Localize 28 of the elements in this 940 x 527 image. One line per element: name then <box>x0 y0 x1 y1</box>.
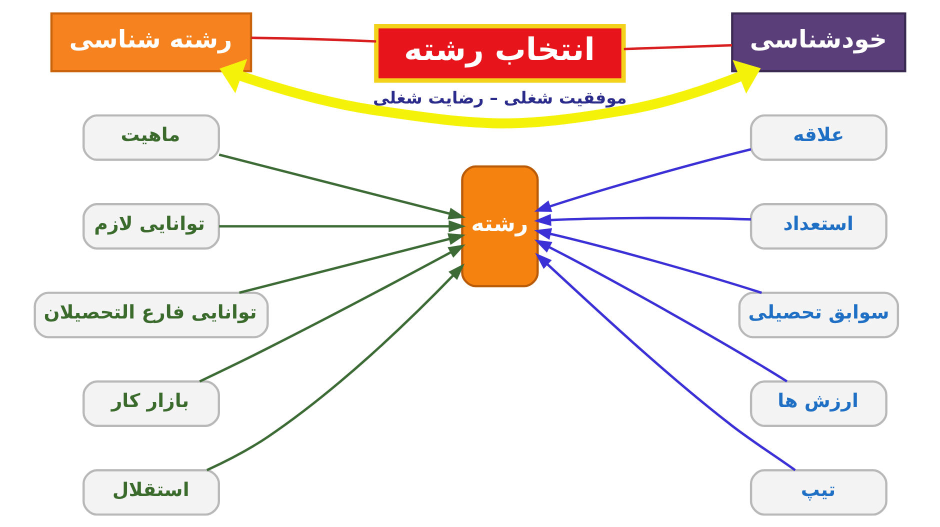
connector <box>624 44 732 50</box>
arrow <box>199 244 466 382</box>
node-box: رشته شناسی <box>50 12 252 72</box>
node-box: استعداد <box>750 202 888 250</box>
arrow <box>220 58 761 128</box>
arrow <box>534 214 752 226</box>
arrow <box>219 220 466 232</box>
node-box: استقلال <box>82 468 220 516</box>
arrow <box>534 148 752 212</box>
node-box: ارزش ها <box>750 380 888 426</box>
node-box: توانایی لازم <box>82 202 220 250</box>
arrow <box>534 228 762 294</box>
node-box: سوابق تحصیلی <box>738 291 900 338</box>
node-box: تیپ <box>750 468 888 516</box>
node-box: توانایی فارع التحصیلان <box>34 291 269 338</box>
node-box: رشته <box>461 164 539 287</box>
node-box: علاقه <box>750 114 888 160</box>
arrow <box>218 153 466 219</box>
arrow <box>239 232 466 294</box>
connector <box>251 36 376 42</box>
node-box: خودشناسی <box>731 12 906 72</box>
arrow <box>206 263 465 471</box>
node-box: ماهیت <box>82 114 220 160</box>
node-box: انتخاب رشته <box>374 23 626 82</box>
node-box: بازار کار <box>82 380 220 426</box>
arrow <box>534 239 788 382</box>
edge-label: موفقیت شغلی – رضایت شغلی <box>372 88 627 107</box>
arrow <box>535 252 796 471</box>
